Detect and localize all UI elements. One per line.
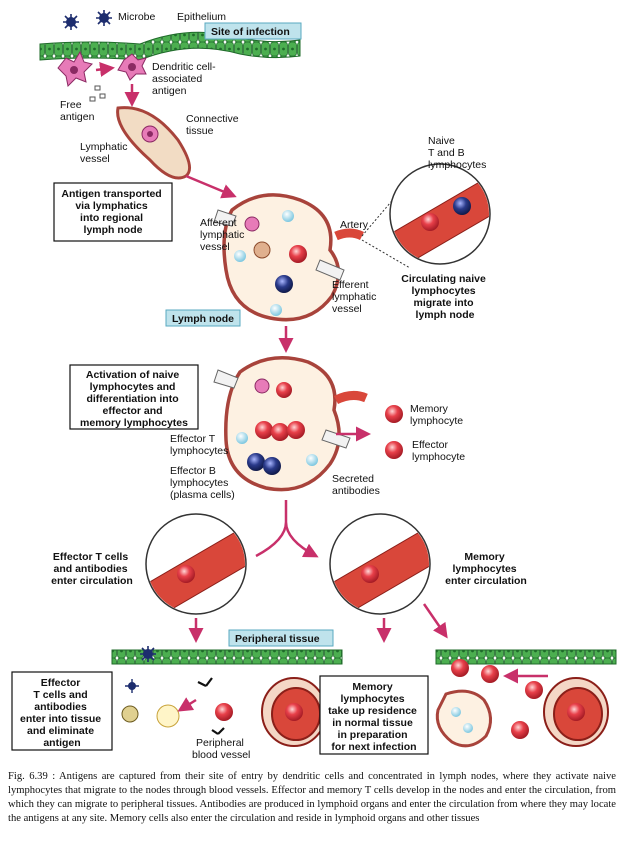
- svg-text:Antigen transported via: Antigen transported via lymphatics into …: [61, 188, 164, 236]
- epithelium-bottom-right: [435, 649, 617, 665]
- effector-circ-label: Effector T cells and antibodies enter ci…: [51, 551, 133, 587]
- peripheral-right-scene: [435, 659, 609, 748]
- svg-text:Memory lymphocytes: Memory lymphocytes take up residence in …: [328, 681, 420, 753]
- lymph-node-tag: Lymph node: [165, 309, 241, 327]
- arrow-down-memory-right: [422, 603, 448, 639]
- site-of-infection-tag: Site of infection: [204, 22, 302, 40]
- figure-number: Fig. 6.39 :: [8, 771, 56, 782]
- effector-lymphocyte-label: Effector lymphocyte: [412, 439, 465, 463]
- free-antigen-label: Free antigen: [60, 99, 95, 123]
- peripheral-tissue-tag: Peripheral tissue: [228, 629, 334, 647]
- svg-text:Lymph node: Lymph node: [172, 313, 234, 325]
- microbe-icons: [63, 10, 112, 30]
- activation-box: Activation of naive lymphocytes and diff…: [69, 364, 199, 430]
- lymph-node-2: [213, 356, 368, 492]
- svg-text:Activation of naive lymp: Activation of naive lymphocytes and diff…: [80, 369, 188, 429]
- microbe-label: Microbe: [118, 11, 156, 23]
- figure-caption: Fig. 6.39 : Antigens are captured from t…: [8, 770, 616, 826]
- svg-text:Effector T cells and: Effector T cells and antibodies enter in…: [20, 677, 104, 749]
- lymph-node-1: [213, 193, 365, 322]
- epithelium-bottom-left: [111, 649, 343, 665]
- epithelium-label: Epithelium: [177, 11, 226, 23]
- effector-t-label: Effector T lymphocytes: [170, 433, 228, 457]
- arrow-to-node: [185, 174, 237, 199]
- naive-tb-label: Naive T and B lymphocytes: [428, 135, 486, 171]
- memory-box: Memory lymphocytes take up residence in …: [319, 675, 429, 755]
- vessel-circle-2: [145, 513, 247, 615]
- vessel-circle-3: [329, 513, 431, 615]
- peripheral-blood-vessel: [261, 677, 327, 747]
- memory-cell-icon: [385, 405, 403, 423]
- figure-caption-text: Antigens are captured from their site of…: [8, 771, 616, 824]
- arrow-to-dc: [95, 62, 115, 77]
- dendritic-label: Dendritic cell- associated antigen: [152, 61, 219, 97]
- efferent-label: Efferent lymphatic vessel: [332, 279, 379, 315]
- lymphatic-vessel-label: Lymphatic vessel: [80, 141, 130, 165]
- artery-label: Artery: [340, 219, 369, 231]
- svg-text:Peripheral tissue: Peripheral tissue: [235, 633, 320, 645]
- secreted-antibodies-label: Secreted antibodies: [332, 473, 380, 497]
- effector-b-label: Effector B lymphocytes (plasma cells): [170, 465, 235, 501]
- effector-cell-icon: [385, 441, 403, 459]
- circulating-label: Circulating naive lymphocytes migrate in…: [401, 273, 489, 321]
- svg-text:Site of infection: Site of infection: [211, 26, 290, 38]
- dendritic-cell-antigen-icon: [117, 53, 147, 81]
- vessel-circle-1: [361, 163, 491, 269]
- effector-box: Effector T cells and antibodies enter in…: [11, 671, 113, 751]
- arrow-split: [255, 500, 316, 556]
- dendritic-cell-icon: [57, 50, 93, 88]
- connective-tissue-label: Connective tissue: [186, 113, 241, 137]
- peripheral-left-scene: [121, 646, 233, 735]
- free-antigen-icons: [89, 85, 106, 102]
- peripheral-vessel-label: Peripheral blood vessel: [192, 737, 250, 761]
- memory-circ-label: Memory lymphocytes enter circulation: [445, 551, 527, 587]
- afferent-label: Afferent lymphatic vessel: [200, 217, 247, 253]
- transport-box: Antigen transported via lymphatics into …: [53, 182, 173, 242]
- memory-lymphocyte-label: Memory lymphocyte: [410, 403, 463, 427]
